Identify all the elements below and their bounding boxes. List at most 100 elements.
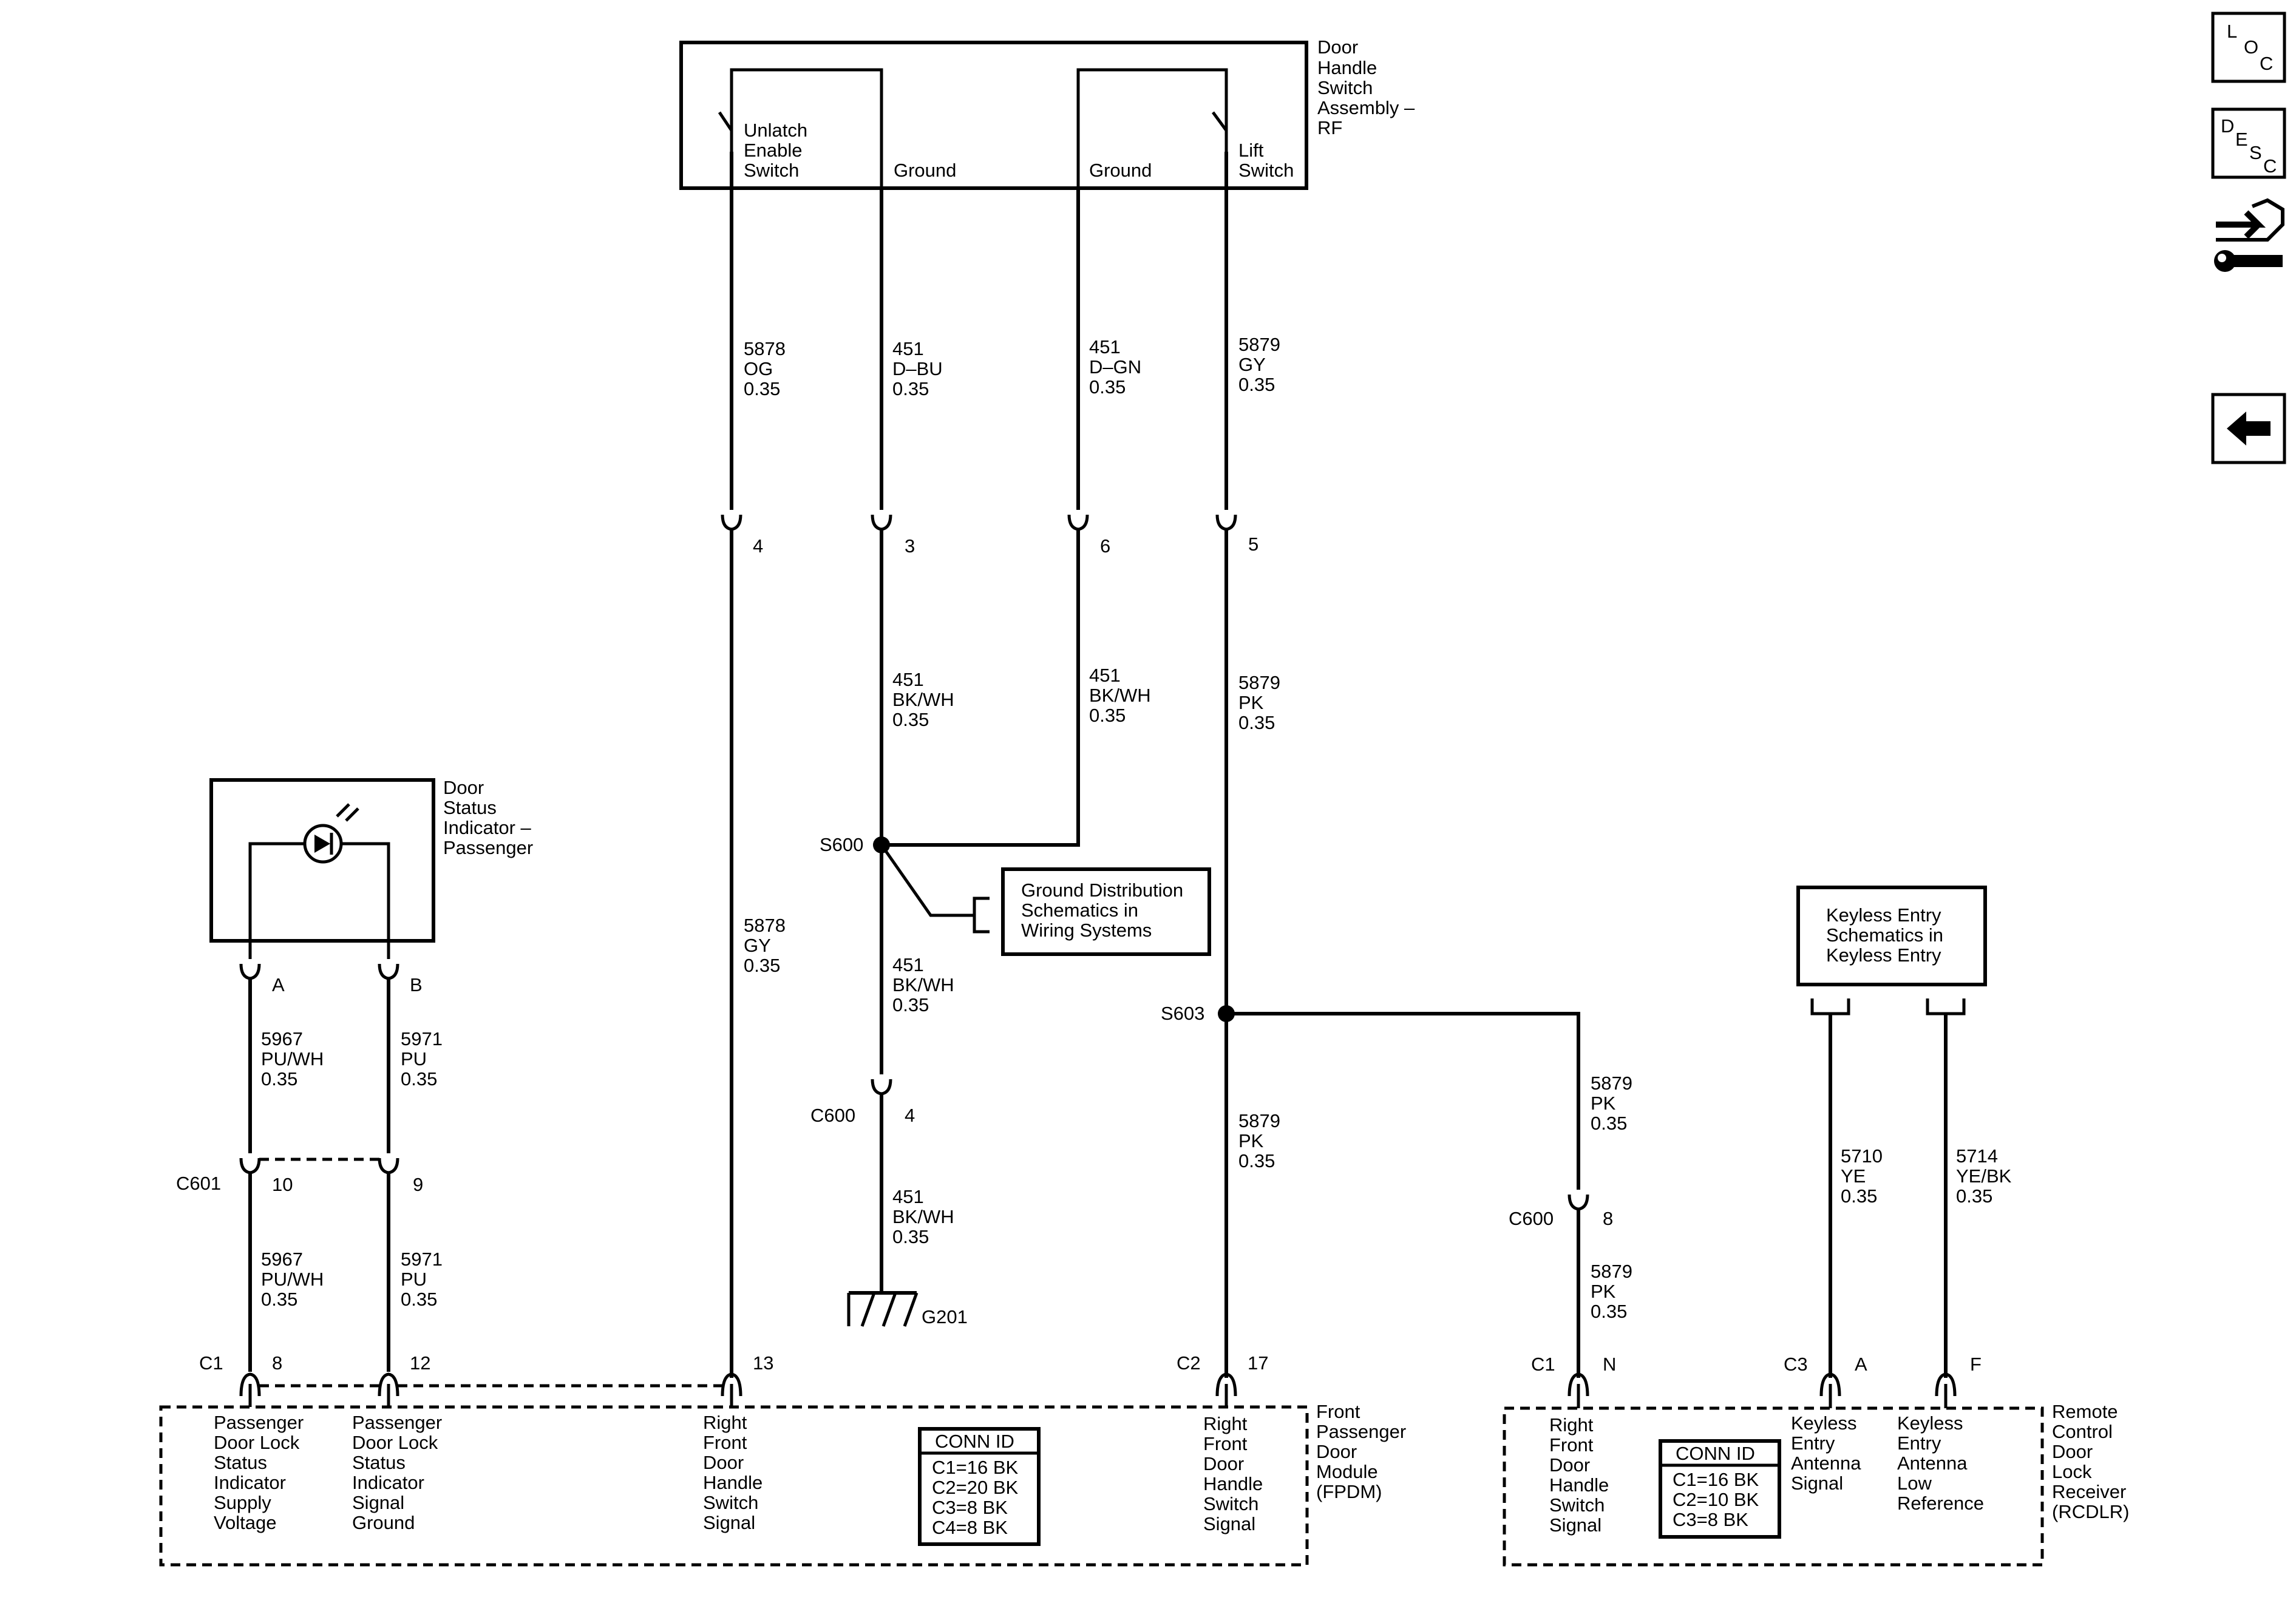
wire-label-451-bkwh-c: 451 BK/WH 0.35 [892, 954, 959, 1015]
wire-label-5710: 5710 YE 0.35 [1841, 1145, 1888, 1207]
connector-c600-pin4 [871, 1079, 892, 1293]
connector-c601 [239, 1158, 399, 1372]
unlatch-switch-blade [718, 111, 733, 132]
connector-pin-b [378, 963, 399, 1153]
fpdm-pin-label-handle-13: Right Front Door Handle Switch Signal [703, 1412, 768, 1533]
wire-label-5879-pk-d: 5879 PK 0.35 [1591, 1261, 1638, 1322]
svg-text:C: C [2263, 155, 2277, 177]
ground-g201-symbol [847, 1291, 919, 1327]
ground-dist-leader [880, 844, 974, 917]
ground-distribution-ref: Ground Distribution Schematics in Wiring… [1021, 880, 1189, 941]
desc-button[interactable]: D E S C [2211, 107, 2286, 179]
fpdm-c2-connector [1215, 1372, 1237, 1407]
svg-text:O: O [2244, 36, 2258, 58]
pin-label-6: 6 [1100, 535, 1110, 557]
rcdlr-pin-label-antenna-low: Keyless Entry Antenna Low Reference [1897, 1412, 1984, 1514]
fpdm-conn-id-table: CONN ID C1=16 BK C2=20 BK C3=8 BK C4=8 B… [918, 1427, 1041, 1546]
lift-switch-blade [1211, 111, 1228, 132]
pin-label-a: A [272, 974, 285, 995]
ground-dist-bracket [973, 897, 990, 934]
rcdlr-module-box [1503, 1406, 2044, 1567]
wire-label-5971-b: 5971 PU 0.35 [401, 1249, 448, 1310]
keyless-entry-box [1796, 886, 1987, 986]
connector-label-c601: C601 [176, 1173, 221, 1194]
ground-label-right: Ground [1089, 160, 1152, 181]
connector-c600-pin8 [1567, 1194, 1589, 1378]
wire-label-451-bkwh-d: 451 BK/WH 0.35 [892, 1186, 959, 1247]
svg-text:C: C [2260, 53, 2273, 74]
pin-label-c2-17: 17 [1248, 1352, 1268, 1374]
fpdm-pin-label-handle-17: Right Front Door Handle Switch Signal [1203, 1413, 1268, 1534]
svg-text:C1=16 BK C2=10 BK: C1=16 BK C2=10 BK C3=8 BK [1673, 1469, 1764, 1530]
svg-text:D: D [2221, 115, 2234, 137]
pin-label-13: 13 [753, 1352, 773, 1374]
wire-label-5879-gy: 5879 GY 0.35 [1238, 334, 1286, 395]
pin-label-rcdlr-f: F [1970, 1354, 1982, 1375]
pin-label-c601-10: 10 [272, 1174, 293, 1195]
wire-label-451-bkwh-b: 451 BK/WH 0.35 [1089, 665, 1156, 726]
wire-label-5879-pk-b: 5879 PK 0.35 [1238, 1110, 1286, 1171]
fpdm-c1-connector [239, 1372, 742, 1407]
lift-switch-circuit [1076, 68, 1228, 188]
splice-label-s603: S603 [1161, 1003, 1204, 1024]
wire-label-5971-a: 5971 PU 0.35 [401, 1028, 448, 1090]
svg-text:L: L [2227, 21, 2237, 42]
keyless-bracket-f [1926, 998, 1966, 1015]
pin-label-3: 3 [905, 535, 915, 557]
pin-label-b: B [410, 974, 423, 995]
svg-text:CONN ID: CONN ID [935, 1431, 1014, 1452]
pin-label-rcdlr-a: A [1855, 1354, 1867, 1375]
pin-label-c601-9: 9 [413, 1174, 423, 1195]
svg-text:S: S [2249, 142, 2262, 163]
unlatch-switch-circuit [730, 68, 883, 188]
led-icon [303, 803, 359, 864]
wire-label-5879-pk-c: 5879 PK 0.35 [1591, 1073, 1638, 1134]
fpdm-pin-label-ground: Passenger Door Lock Status Indicator Sig… [352, 1412, 447, 1533]
rcdlr-conn-id-table: CONN ID C1=16 BK C2=10 BK C3=8 BK [1659, 1439, 1781, 1539]
wire-label-5878-og: 5878 OG 0.35 [744, 338, 791, 399]
back-button[interactable] [2211, 393, 2286, 464]
wire-label-451-bkwh-a: 451 BK/WH 0.35 [892, 669, 959, 730]
wire-label-451-dgn: 451 D–GN 0.35 [1089, 336, 1147, 398]
door-handle-switch-box [679, 41, 1308, 190]
fpdm-module-box [159, 1405, 1309, 1567]
wire-label-5967-a: 5967 PU/WH 0.35 [261, 1028, 329, 1090]
connector-repair-icon[interactable] [2214, 198, 2284, 272]
svg-text:CONN ID: CONN ID [1676, 1443, 1755, 1464]
connector-pin-a [239, 963, 261, 1153]
ground-label-g201: G201 [922, 1306, 968, 1327]
rcdlr-connectors [1567, 1372, 1957, 1408]
back-arrow-icon [2227, 412, 2271, 446]
connector-pin-3 [871, 514, 892, 1074]
wire-label-451-dbu: 451 D–BU 0.35 [892, 338, 948, 399]
fpdm-name: Front Passenger Door Module (FPDM) [1316, 1401, 1411, 1502]
connector-label-c600-b: C600 [1509, 1208, 1554, 1229]
connector-label-c2: C2 [1177, 1352, 1201, 1374]
svg-text:E: E [2235, 129, 2248, 150]
svg-text:C1=16 BK C2=20 BK: C1=16 BK C2=20 BK C3=8 BK C4=8 BK [932, 1457, 1024, 1538]
rcdlr-pin-label-handle: Right Front Door Handle Switch Signal [1549, 1414, 1614, 1536]
rcdlr-pin-label-antenna: Keyless Entry Antenna Signal [1791, 1412, 1866, 1494]
rcdlr-name: Remote Control Door Lock Receiver (RCDLR… [2052, 1401, 2131, 1522]
connector-label-c600: C600 [810, 1105, 855, 1126]
pin-label-c600-8: 8 [1603, 1208, 1613, 1229]
keyless-bracket-a [1810, 998, 1850, 1015]
wire-label-5878-gy: 5878 GY 0.35 [744, 915, 791, 976]
loc-button[interactable]: L O C [2211, 12, 2286, 83]
wire-label-5967-b: 5967 PU/WH 0.35 [261, 1249, 329, 1310]
pin-label-4: 4 [753, 535, 763, 557]
lift-switch-label: Lift Switch [1238, 140, 1294, 181]
door-status-indicator-name: Door Status Indicator – Passenger [443, 777, 536, 858]
connector-pin-6 [881, 514, 1089, 847]
keyless-entry-ref: Keyless Entry Schematics in Keyless Entr… [1826, 904, 1949, 966]
ground-distribution-box [1001, 867, 1211, 956]
door-handle-switch-name: Door Handle Switch Assembly – RF [1317, 36, 1420, 138]
fpdm-pin-label-supply: Passenger Door Lock Status Indicator Sup… [214, 1412, 309, 1533]
pin-label-c600-4: 4 [905, 1105, 915, 1126]
door-status-indicator-box [209, 778, 435, 943]
pin-label-5: 5 [1248, 534, 1258, 555]
wire-label-5714: 5714 YE/BK 0.35 [1956, 1145, 2017, 1207]
pin-label-rcdlr-n: N [1603, 1354, 1616, 1375]
wire-5879-pk-branch [1226, 1012, 1580, 1190]
